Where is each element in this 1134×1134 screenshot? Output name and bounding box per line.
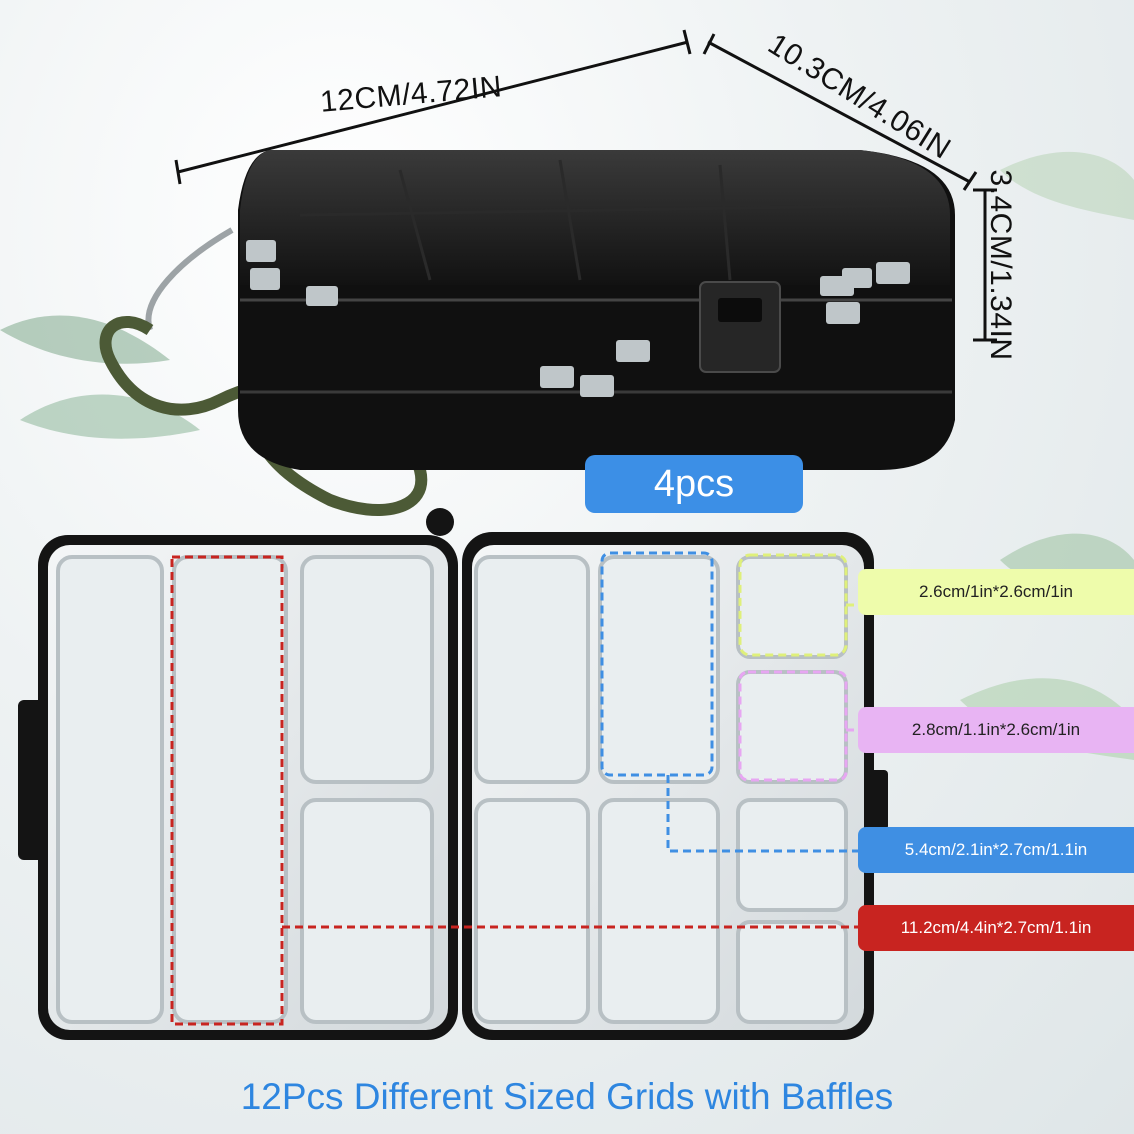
grid-size-label-small: 2.6cm/1in*2.6cm/1in [858,569,1134,615]
grid-size-label-medium: 2.8cm/1.1in*2.6cm/1in [858,707,1134,753]
quantity-badge: 4pcs [585,455,803,513]
grid-size-label-long: 11.2cm/4.4in*2.7cm/1.1in [858,905,1134,951]
size-highlights [170,551,858,1026]
grid-size-label-large: 5.4cm/2.1in*2.7cm/1.1in [858,827,1134,873]
closed-case [238,150,955,470]
height-dimension-label: 3.4CM/1.34IN [984,169,1017,361]
caption: 12Pcs Different Sized Grids with Baffles [240,1076,894,1117]
open-organizer [18,508,888,1040]
dimension-lines [174,29,997,342]
